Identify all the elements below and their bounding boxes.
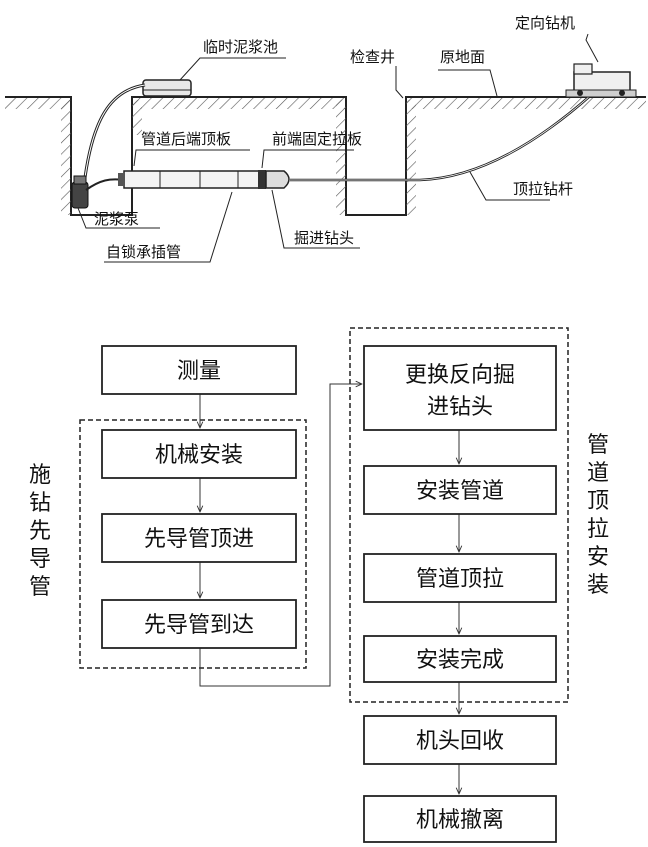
label-front-plate: 前端固定拉板 xyxy=(272,130,362,148)
label-boring-head: 掘进钻头 xyxy=(294,229,354,247)
right-group-char: 道 xyxy=(587,461,609,486)
step-install-done: 安装完成 xyxy=(416,648,504,673)
left-group-char: 钻 xyxy=(29,491,51,516)
step-box-machine-install xyxy=(101,429,297,479)
label-original-ground: 原地面 xyxy=(440,48,485,66)
boring-head xyxy=(265,170,290,189)
left-group-char: 导 xyxy=(29,547,51,572)
step-pilot-arrive: 先导管到达 xyxy=(144,613,254,638)
step-replace-head-line2: 进钻头 xyxy=(427,395,493,420)
label-self-lock-pipe: 自锁承插管 xyxy=(106,243,181,261)
left-group-char: 管 xyxy=(29,575,51,600)
right-group-char: 顶 xyxy=(587,489,609,514)
step-head-recover: 机头回收 xyxy=(416,729,504,754)
label-rear-plate: 管道后端顶板 xyxy=(141,130,231,148)
left-step-boxes xyxy=(101,345,297,649)
step-install-pipe: 安装管道 xyxy=(416,479,504,504)
label-directional-drill: 定向钻机 xyxy=(515,14,575,32)
ground-hatching xyxy=(5,97,646,109)
flow-connectors xyxy=(200,384,459,794)
step-pilot-push: 先导管顶进 xyxy=(144,527,254,552)
step-box-replace-head xyxy=(363,345,557,431)
right-group-label: 管 道 顶 拉 安 装 xyxy=(587,433,609,598)
left-group-char: 先 xyxy=(29,519,51,544)
left-group-frame xyxy=(79,419,307,669)
directional-drill xyxy=(565,63,637,98)
step-measure: 测量 xyxy=(177,359,221,384)
self-lock-pipe xyxy=(118,170,266,189)
right-group-char: 拉 xyxy=(587,517,609,542)
mud-pump xyxy=(71,175,89,209)
step-pipe-pull: 管道顶拉 xyxy=(416,567,504,592)
left-group-char: 施 xyxy=(29,463,51,488)
schematic: 临时泥浆池 检查井 原地面 定向钻机 管道后端顶板 前端固定拉板 顶拉钻杆 泥浆… xyxy=(5,14,646,263)
step-replace-head-line1: 更换反向掘 xyxy=(405,363,515,388)
step-box-pilot-push xyxy=(101,513,297,563)
step-box-pilot-arrive xyxy=(101,599,297,649)
label-mud-pump: 泥浆泵 xyxy=(94,210,139,228)
right-step-boxes xyxy=(363,345,557,843)
right-group-char: 管 xyxy=(587,433,609,458)
right-group-char: 装 xyxy=(587,573,609,598)
right-group-char: 安 xyxy=(587,545,609,570)
step-box-pipe-pull xyxy=(363,553,557,603)
step-box-machine-withdraw xyxy=(363,795,557,843)
mud-pool-tank xyxy=(142,79,192,97)
leader-lines xyxy=(77,33,599,263)
flowchart: 测量 机械安装 先导管顶进 先导管到达 更换反向掘 进钻头 安装管道 管道顶拉 … xyxy=(29,327,609,843)
label-pull-rod: 顶拉钻杆 xyxy=(513,180,573,198)
step-box-measure xyxy=(101,345,297,395)
step-box-install-done xyxy=(363,635,557,683)
step-machine-install: 机械安装 xyxy=(155,443,243,468)
label-mud-pool: 临时泥浆池 xyxy=(203,38,278,56)
label-inspection-well: 检查井 xyxy=(350,48,395,66)
step-machine-withdraw: 机械撤离 xyxy=(416,808,504,833)
pit-wall-hatching xyxy=(61,100,416,215)
left-group-label: 施 钻 先 导 管 xyxy=(29,463,51,600)
step-box-install-pipe xyxy=(363,465,557,515)
step-box-head-recover xyxy=(363,715,557,765)
